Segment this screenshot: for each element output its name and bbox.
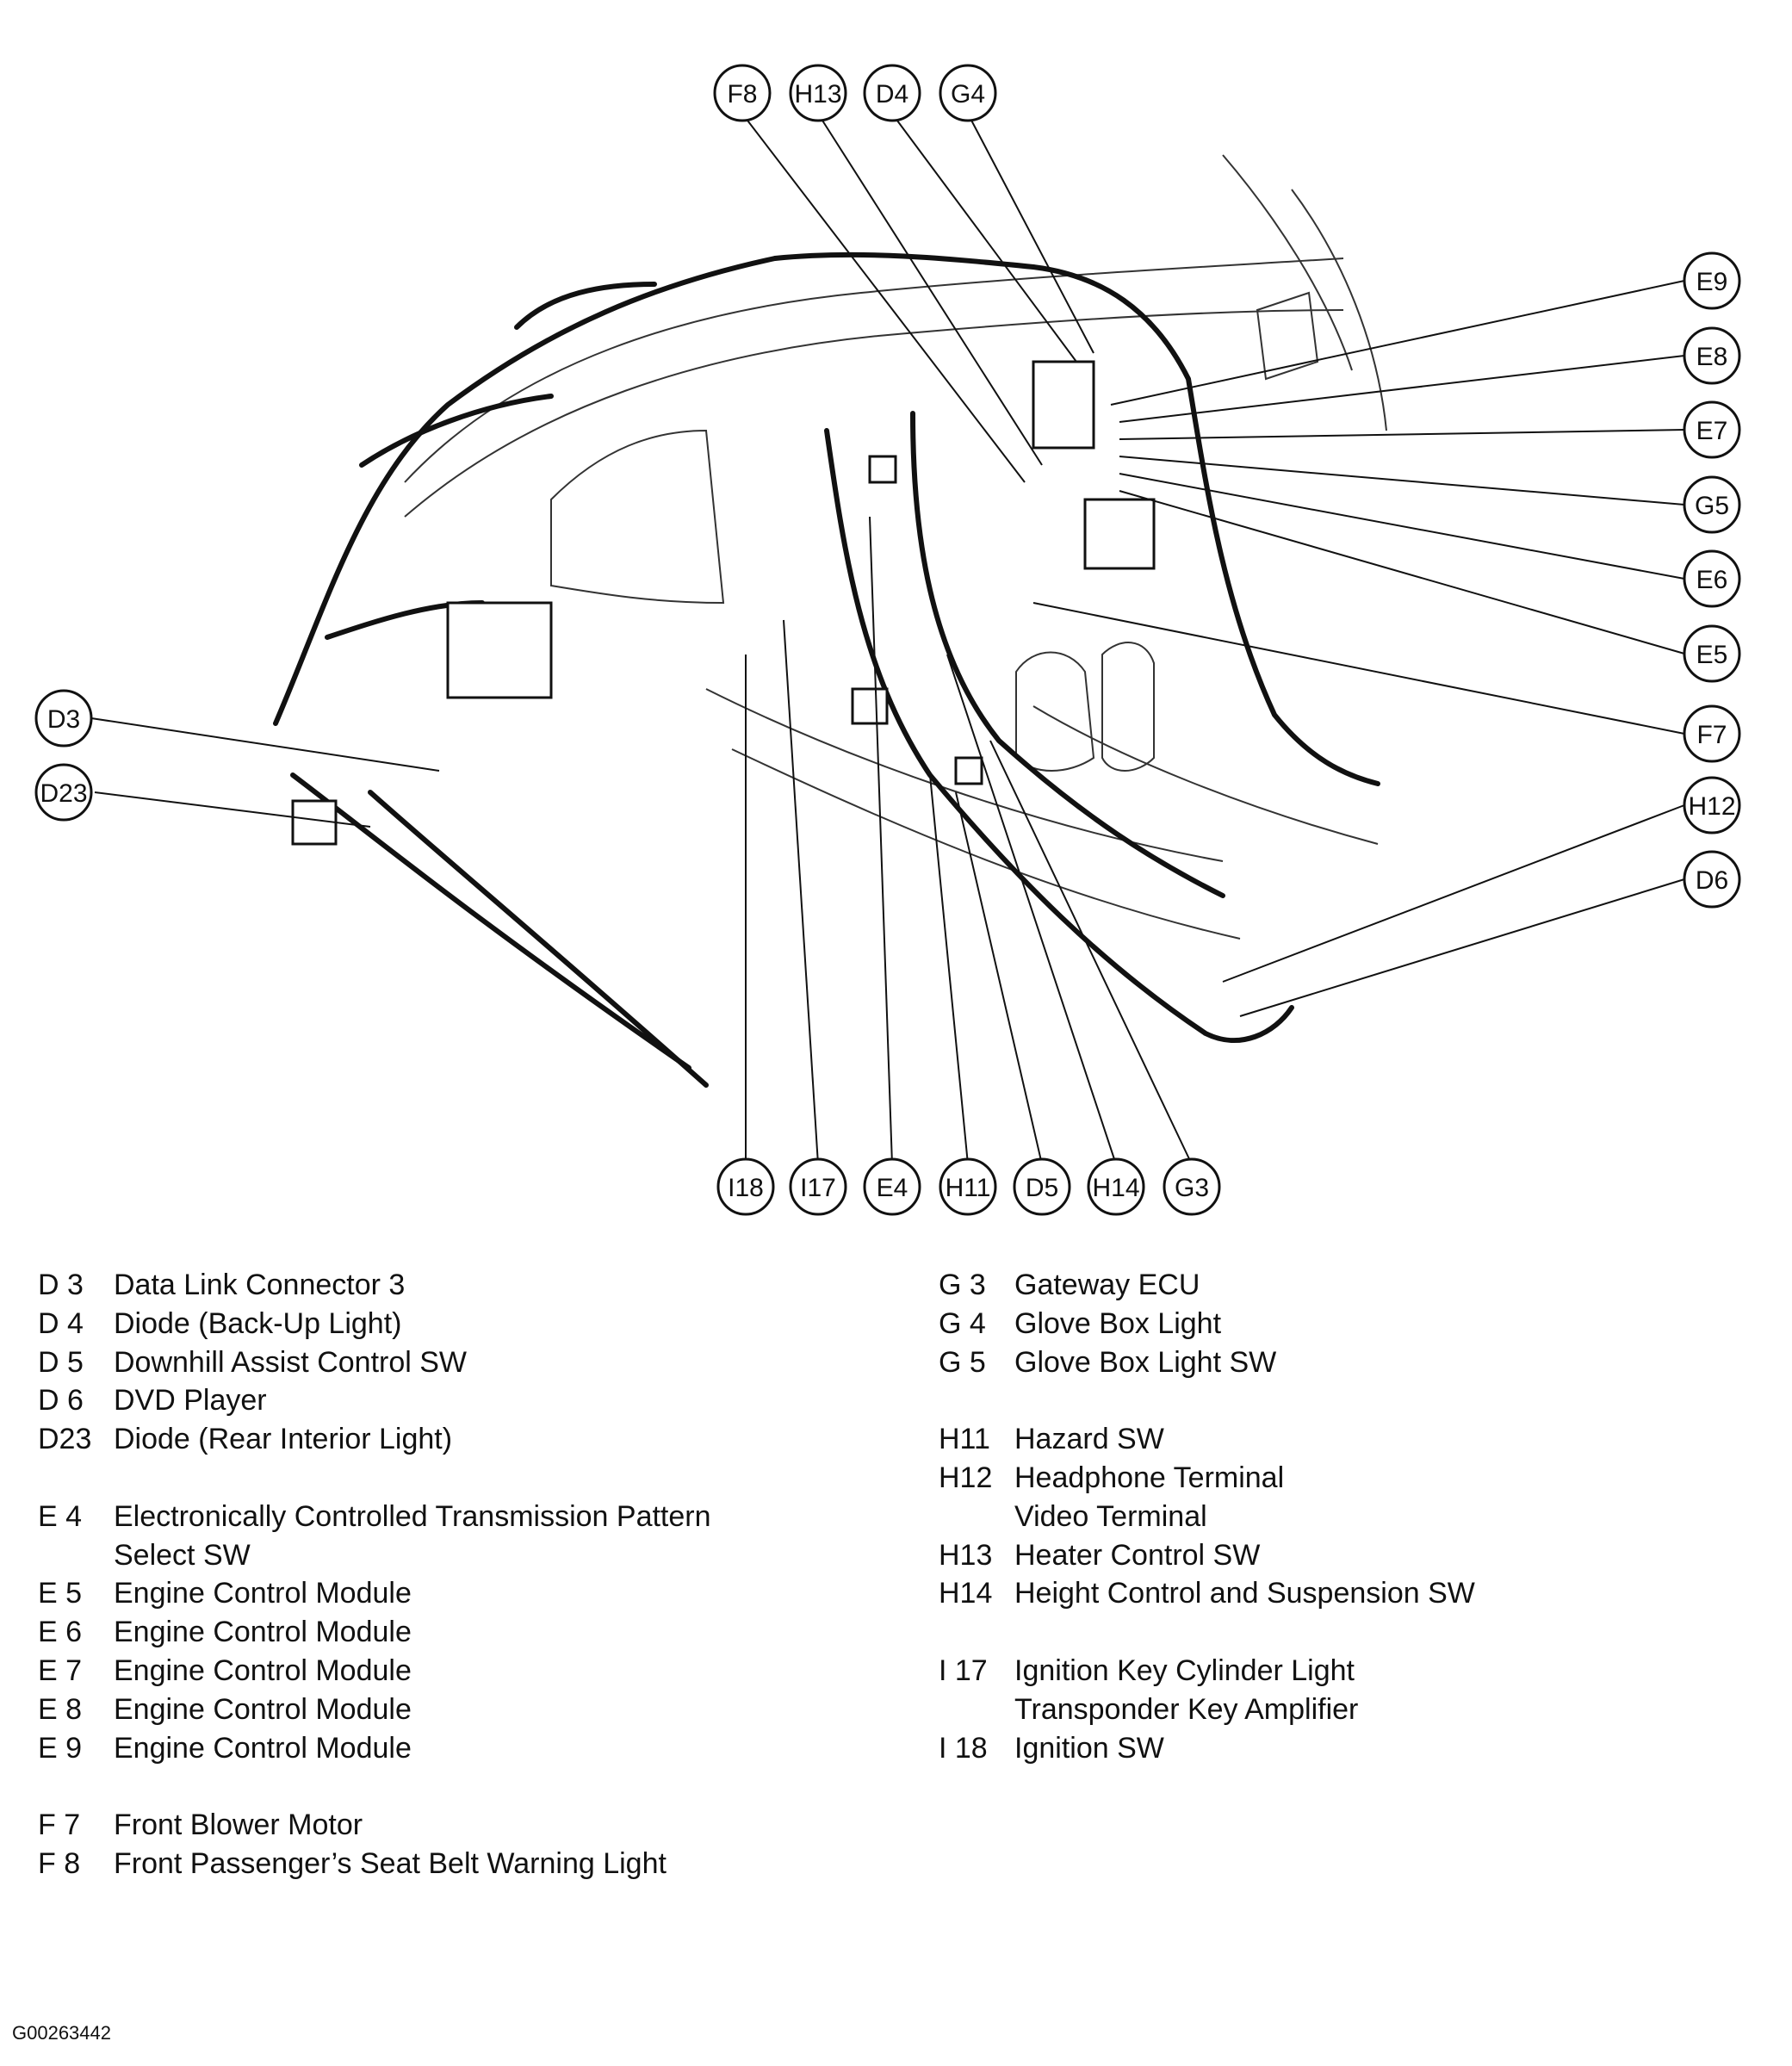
svg-text:G5: G5 [1695, 492, 1729, 520]
connector-blocks [291, 360, 1156, 846]
callout-D3: D3 [34, 689, 93, 748]
svg-text:I18: I18 [728, 1174, 764, 1202]
svg-text:F8: F8 [727, 80, 757, 109]
dashboard-outline [404, 154, 1387, 940]
svg-text:E8: E8 [1696, 343, 1728, 371]
callout-H12: H12 [1683, 776, 1741, 834]
wire-harness [273, 251, 1380, 1088]
callout-E9: E9 [1683, 251, 1741, 310]
svg-text:D6: D6 [1696, 866, 1728, 895]
figure-id: G00263442 [12, 2022, 111, 2044]
svg-text:H13: H13 [794, 80, 841, 109]
legend-row-E4-cont: Select SW [114, 1538, 251, 1572]
svg-text:D4: D4 [876, 80, 908, 109]
callout-E6: E6 [1683, 549, 1741, 608]
svg-text:E4: E4 [877, 1174, 908, 1202]
callout-I18: I18 [716, 1157, 775, 1216]
legend-row-I17-cont: Transponder Key Amplifier [1014, 1692, 1359, 1726]
callout-F8: F8 [713, 64, 772, 122]
svg-text:D23: D23 [40, 779, 87, 808]
legend-spacer [939, 1613, 1475, 1652]
callout-E8: E8 [1683, 326, 1741, 385]
svg-text:I17: I17 [800, 1174, 836, 1202]
legend-spacer [38, 1459, 711, 1498]
svg-text:D3: D3 [47, 705, 80, 734]
callout-D4: D4 [863, 64, 921, 122]
callout-G4: G4 [939, 64, 997, 122]
callout-G5: G5 [1683, 475, 1741, 534]
callout-H13: H13 [789, 64, 847, 122]
svg-text:H12: H12 [1688, 792, 1735, 821]
svg-text:E7: E7 [1696, 417, 1728, 445]
callout-H11: H11 [939, 1157, 997, 1216]
callout-H14: H14 [1087, 1157, 1145, 1216]
callout-I17: I17 [789, 1157, 847, 1216]
svg-text:G3: G3 [1175, 1174, 1209, 1202]
legend-spacer [939, 1381, 1475, 1420]
callout-E7: E7 [1683, 400, 1741, 459]
svg-text:F7: F7 [1696, 721, 1727, 749]
callout-D6: D6 [1683, 850, 1741, 909]
svg-text:H11: H11 [946, 1174, 991, 1202]
svg-text:E6: E6 [1696, 566, 1728, 594]
callout-F7: F7 [1683, 704, 1741, 763]
svg-text:D5: D5 [1026, 1174, 1058, 1202]
callout-D5: D5 [1013, 1157, 1071, 1216]
svg-text:H14: H14 [1092, 1174, 1139, 1202]
callout-D23: D23 [34, 763, 93, 822]
callout-E4: E4 [863, 1157, 921, 1216]
svg-text:E9: E9 [1696, 268, 1728, 296]
callout-E5: E5 [1683, 624, 1741, 683]
svg-text:G4: G4 [951, 80, 985, 109]
callout-leaders [90, 113, 1685, 1165]
callout-G3: G3 [1163, 1157, 1221, 1216]
svg-text:E5: E5 [1696, 641, 1728, 669]
legend-row-H12-cont: Video Terminal [1014, 1499, 1207, 1533]
legend-spacer [38, 1767, 711, 1806]
wiring-diagram: F8 H13 D4 G4 E9 E8 E7 G5 E6 E5 F7 [34, 64, 1741, 1216]
